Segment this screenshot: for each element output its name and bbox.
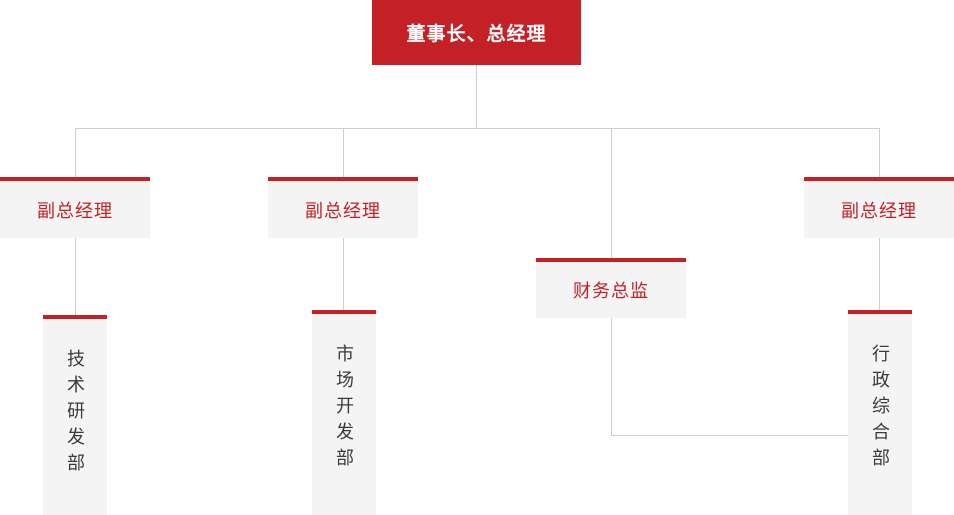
node-label: 财务总监 xyxy=(573,281,649,301)
node-vice-general-manager-1[interactable]: 副总经理 xyxy=(0,177,150,238)
node-department-rd[interactable]: 技术研发部 xyxy=(43,315,107,515)
connector-vice-gm-2-to-market-dept xyxy=(343,238,344,315)
connector-drop-finance-director xyxy=(611,128,612,258)
node-label: 市场开发部 xyxy=(334,344,354,474)
node-label: 副总经理 xyxy=(305,200,381,221)
node-label: 副总经理 xyxy=(37,200,113,221)
connector-vice-gm-3-to-admin-dept xyxy=(879,238,880,315)
node-label: 副总经理 xyxy=(841,200,917,221)
node-label: 技术研发部 xyxy=(65,349,85,479)
node-vice-general-manager-2[interactable]: 副总经理 xyxy=(268,177,418,238)
connector-main-bus xyxy=(75,128,879,129)
connector-drop-vice-gm-1 xyxy=(75,128,76,177)
node-chairman-general-manager[interactable]: 董事长、总经理 xyxy=(372,0,581,65)
node-department-admin[interactable]: 行政综合部 xyxy=(848,310,912,515)
connector-elbow-to-admin-dept xyxy=(611,435,879,436)
connector-drop-vice-gm-2 xyxy=(343,128,344,177)
node-label: 董事长、总经理 xyxy=(406,24,547,45)
connector-root-stem xyxy=(476,65,477,128)
node-finance-director[interactable]: 财务总监 xyxy=(536,258,686,318)
connector-finance-director-stem xyxy=(611,318,612,435)
node-department-market[interactable]: 市场开发部 xyxy=(312,310,376,515)
node-label: 行政综合部 xyxy=(870,344,890,474)
node-vice-general-manager-3[interactable]: 副总经理 xyxy=(804,177,954,238)
connector-vice-gm-1-to-rd-dept xyxy=(75,238,76,315)
connector-drop-vice-gm-3 xyxy=(879,128,880,177)
